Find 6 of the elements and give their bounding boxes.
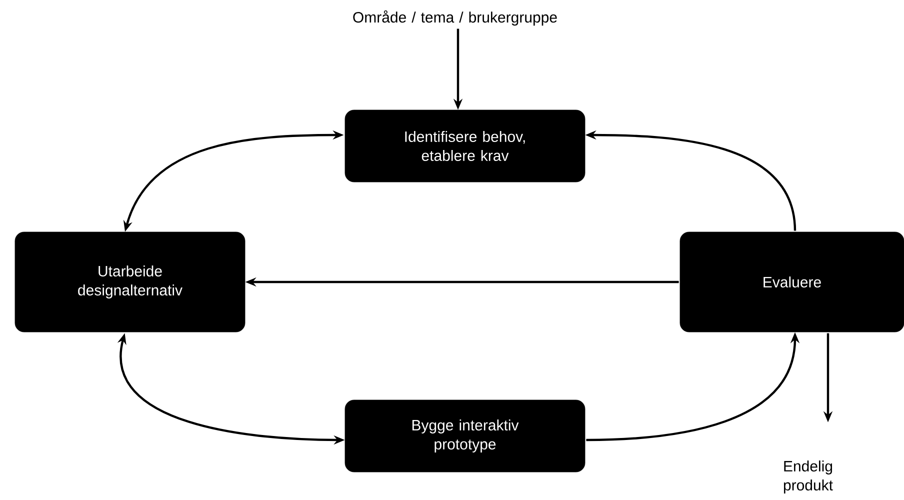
process-box: Evaluere bbox=[680, 232, 904, 332]
process-box: Utarbeide designalternativ bbox=[14, 232, 246, 332]
text-label: Endelig produkt bbox=[784, 460, 833, 494]
process-box: Identifisere behov, etablere krav bbox=[344, 110, 586, 182]
text-label: Område / tema / brukergruppe bbox=[353, 10, 557, 26]
process-box: Bygge interaktiv prototype bbox=[344, 400, 586, 472]
